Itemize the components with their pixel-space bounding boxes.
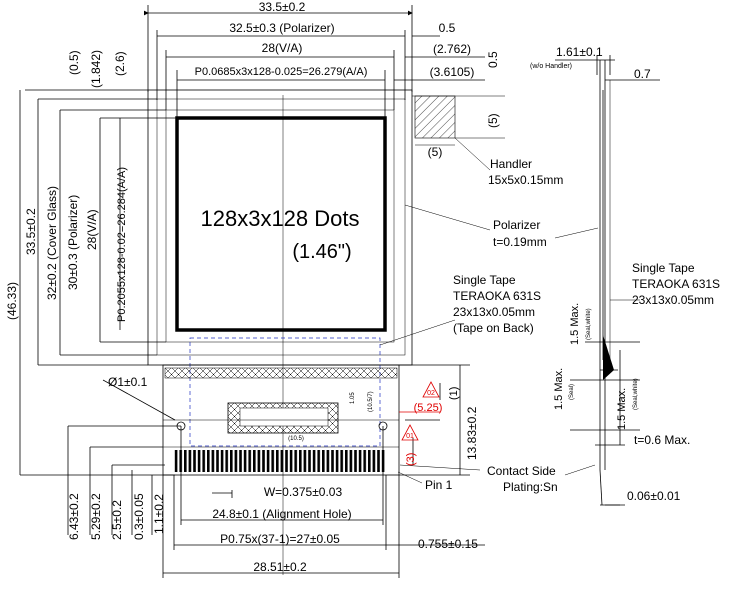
dim-red-5-25: (5.25) <box>414 402 443 414</box>
left-dimension-lines <box>19 90 175 476</box>
side-t-max: t=0.6 Max. <box>634 433 690 447</box>
dim-aa-pitch: P0.0685x3x128-0.025=26.279(A/A) <box>195 66 368 78</box>
dim-fpc-width: 28.51±0.2 <box>253 560 307 574</box>
side-tape-title: Single Tape <box>632 261 695 275</box>
dim-polarizer-height: 30±0.3 (Polarizer) <box>66 195 80 290</box>
side-seal-white-upper: (Seal,white) <box>586 308 592 340</box>
seal-strip <box>164 367 398 379</box>
dim-0-3: 0.3±0.05 <box>132 493 146 540</box>
bottom-dimension-lines <box>67 364 485 578</box>
dim-handler-5-horizontal: (5) <box>428 145 443 159</box>
ic-chip-window <box>239 407 329 427</box>
handler-tab <box>414 95 456 139</box>
handler-size: 15x5x0.15mm <box>488 173 563 187</box>
dim-va-height: 28(V/A) <box>85 209 99 250</box>
display-label: 128x3x128 Dots <box>201 206 360 231</box>
side-fpc-thickness: 0.06±0.01 <box>627 489 681 503</box>
handler-title: Handler <box>490 157 532 171</box>
viewing-area-outline <box>165 109 395 343</box>
dim-overall-width: 33.5±0.2 <box>259 0 306 14</box>
polarizer-title: Polarizer <box>493 218 540 232</box>
dim-fpc-height: 13.83±0.2 <box>465 406 479 460</box>
dim-hole-diameter: Ø1±0.1 <box>108 375 148 389</box>
module-outline <box>147 89 456 575</box>
tape-front-size: 23x13x0.05mm <box>453 305 535 319</box>
dim-2-5: 2.5±0.2 <box>110 500 124 540</box>
marker-01: 01 <box>406 433 414 440</box>
side-tape-brand: TERAOKA 631S <box>632 277 720 291</box>
polarizer-outline <box>156 98 406 356</box>
contact-pins <box>174 450 386 472</box>
dim-right-3: (3) <box>405 453 417 466</box>
small-mark-1: (10.5) <box>288 436 304 442</box>
dim-left-1-842: (1.842) <box>89 50 103 88</box>
plating-label: Plating:Sn <box>503 480 558 494</box>
labels: 128x3x128 Dots (1.46") 33.5±0.2 32.5±0.3… <box>5 0 720 574</box>
side-tape-size: 23x13x0.05mm <box>632 293 714 307</box>
dim-pin-width: W=0.375±0.03 <box>264 485 343 499</box>
pin1-label: Pin 1 <box>425 478 453 492</box>
side-fpc <box>599 469 603 506</box>
dim-total-height: (46.33) <box>5 282 19 320</box>
side-view <box>554 55 660 506</box>
marker-02: 02 <box>427 390 435 397</box>
dim-offset-3-6105: (3.6105) <box>430 65 475 79</box>
side-max-mid: 1.5 Max. <box>553 368 565 410</box>
tape-area <box>189 337 381 447</box>
polarizer-thickness: t=0.19mm <box>493 235 547 249</box>
dim-va-width: 28(V/A) <box>262 41 303 55</box>
fpc-tail <box>162 364 400 476</box>
side-seal-white-lower: (Seal,white) <box>633 378 639 410</box>
side-max-upper: 1.5 Max. <box>569 303 581 345</box>
warning-triangle-2 <box>401 424 419 441</box>
side-max-lower: 1.5 Max. <box>616 388 628 430</box>
warning-triangle-1 <box>422 381 440 398</box>
active-area-outline <box>175 116 387 332</box>
tape-front-brand: TERAOKA 631S <box>453 289 541 303</box>
dim-offset-2-762: (2.762) <box>433 42 471 56</box>
top-dimension-lines <box>25 5 505 484</box>
dim-pin-pitch: P0.75x(37-1)=27±0.05 <box>220 532 340 546</box>
side-0-7: 0.7 <box>634 67 651 81</box>
single-tape-region <box>189 337 381 447</box>
side-thickness-note: (w/o Handler) <box>530 63 572 70</box>
dim-pin-edge: 0.755±0.15 <box>418 537 478 551</box>
contact-side-label: Contact Side <box>487 464 556 478</box>
display-size: (1.46") <box>292 241 351 263</box>
dim-offset-0-5: 0.5 <box>439 21 456 35</box>
small-mark-3: (10.5/7) <box>368 391 374 412</box>
side-seal-mid: (Seal) <box>569 384 575 400</box>
dim-left-2-6: (2.6) <box>113 51 127 76</box>
small-mark-2: 1.05 <box>350 392 356 404</box>
dim-6-43: 6.43±0.2 <box>67 493 81 540</box>
dim-overall-height: 33.5±0.2 <box>24 208 38 255</box>
dim-handler-5-vertical: (5) <box>486 113 500 128</box>
side-tape-wedge <box>603 335 614 380</box>
dim-5-29: 5.29±0.2 <box>89 493 103 540</box>
tape-front-note: (Tape on Back) <box>453 321 534 335</box>
dim-left-0-5: (0.5) <box>67 50 81 75</box>
dim-aa-pitch-vertical: P0.2055x128-0.02=26.284(A/A) <box>116 167 128 322</box>
dim-alignment-hole: 24.8±0.1 (Alignment Hole) <box>212 507 351 521</box>
dim-cover-glass: 32±0.2 (Cover Glass) <box>45 186 59 300</box>
tape-front-title: Single Tape <box>453 273 516 287</box>
dim-right-1: (1) <box>448 387 460 400</box>
dim-polarizer-width: 32.5±0.3 (Polarizer) <box>229 21 334 35</box>
side-thickness: 1.61±0.1 <box>556 45 603 59</box>
dim-1-1: 1.1±0.2 <box>152 494 166 534</box>
dim-handler-5-top: 0.5 <box>486 51 500 68</box>
